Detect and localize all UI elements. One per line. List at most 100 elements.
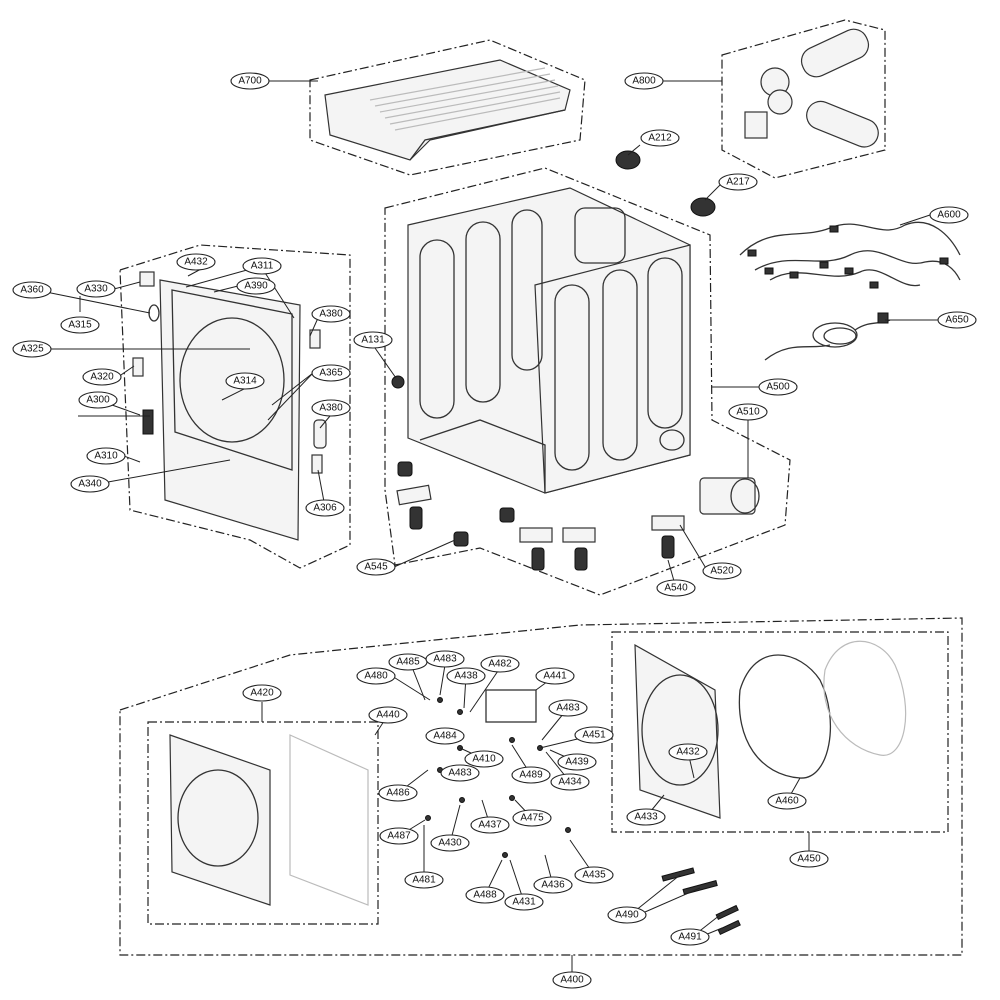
callout-A436: A436 [533,876,573,894]
svg-text:A540: A540 [664,583,688,594]
svg-text:A440: A440 [376,710,400,721]
callout-A483-mid: A483 [548,699,588,717]
callout-A485: A485 [388,653,428,671]
svg-text:A439: A439 [565,757,589,768]
svg-text:A650: A650 [945,315,969,326]
svg-text:A482: A482 [488,659,512,670]
svg-text:A360: A360 [20,285,44,296]
svg-text:A400: A400 [560,975,584,986]
svg-text:A480: A480 [364,671,388,682]
callout-A440: A440 [368,706,408,724]
svg-text:A600: A600 [937,210,961,221]
svg-text:A520: A520 [710,566,734,577]
callout-A800: A800 [624,72,664,90]
callout-A340: A340 [70,475,110,493]
svg-text:A485: A485 [396,657,420,668]
svg-text:A217: A217 [726,177,750,188]
callout-A314: A314 [225,372,265,390]
callout-A510: A510 [728,403,768,421]
callout-A438: A438 [446,667,486,685]
door-assembly-part [119,617,963,956]
callout-A131: A131 [353,331,393,349]
callout-A380-upper: A380 [311,305,351,323]
svg-text:A311: A311 [251,261,274,272]
svg-text:A475: A475 [520,813,544,824]
front-panel-part [119,244,351,569]
svg-text:A483: A483 [556,703,580,714]
callout-A483-top: A483 [425,650,465,668]
svg-text:A487: A487 [387,831,411,842]
svg-text:A700: A700 [238,76,262,87]
callout-A439: A439 [557,753,597,771]
svg-text:A390: A390 [244,281,268,292]
callout-A700: A700 [230,72,270,90]
callout-A482: A482 [480,655,520,673]
wire-harness-part [739,221,961,361]
svg-text:A486: A486 [386,788,410,799]
svg-text:A438: A438 [454,671,478,682]
svg-text:A545: A545 [364,562,388,573]
callout-A540: A540 [656,579,696,597]
svg-text:A320: A320 [90,372,114,383]
exhaust-duct-part [721,19,886,179]
svg-text:A441: A441 [543,671,567,682]
svg-text:A365: A365 [319,368,343,379]
svg-text:A330: A330 [84,284,108,295]
callout-A435: A435 [574,866,614,884]
callout-A311: A311 [242,257,282,275]
svg-text:A481: A481 [412,875,436,886]
callout-A410: A410 [464,750,504,768]
svg-text:A380: A380 [319,309,343,320]
callout-A433: A433 [626,808,666,826]
svg-text:A432: A432 [184,257,208,268]
svg-text:A314: A314 [233,376,257,387]
svg-text:A212: A212 [648,133,672,144]
callout-A483-low: A483 [440,764,480,782]
svg-text:A310: A310 [94,451,118,462]
svg-text:A483: A483 [448,768,472,779]
callout-A488: A488 [465,886,505,904]
callout-A432-door: A432 [668,743,708,761]
callout-A481: A481 [404,871,444,889]
callout-A306: A306 [305,499,345,517]
svg-text:A434: A434 [558,777,582,788]
svg-text:A484: A484 [433,731,457,742]
top-plate-part [309,39,586,176]
callout-A650: A650 [937,311,977,329]
callout-A475: A475 [512,809,552,827]
callout-A380-lower: A380 [311,399,351,417]
callout-A360: A360 [12,281,52,299]
svg-text:A491: A491 [678,932,702,943]
cabinet-part [384,167,791,596]
callout-A310: A310 [86,447,126,465]
callout-A365: A365 [311,364,351,382]
callout-A330: A330 [76,280,116,298]
svg-text:A410: A410 [472,754,496,765]
callout-A500: A500 [758,378,798,396]
svg-text:A483: A483 [433,654,457,665]
callout-A300: A300 [78,391,118,409]
svg-text:A451: A451 [582,730,606,741]
callout-A480: A480 [356,667,396,685]
svg-text:A800: A800 [632,76,656,87]
svg-text:A450: A450 [797,854,821,865]
thermostat-part [615,150,716,217]
svg-text:A488: A488 [473,890,497,901]
callout-A432: A432 [176,253,216,271]
svg-text:A306: A306 [313,503,337,514]
callout-A520: A520 [702,562,742,580]
callout-A434: A434 [550,773,590,791]
callout-A430: A430 [430,834,470,852]
callout-A400: A400 [552,971,592,989]
svg-text:A431: A431 [512,897,536,908]
callout-A545: A545 [356,558,396,576]
callout-A489: A489 [511,766,551,784]
callout-A487: A487 [379,827,419,845]
callout-A212: A212 [640,129,680,147]
svg-text:A380: A380 [319,403,343,414]
callout-A437: A437 [470,816,510,834]
svg-text:A460: A460 [775,796,799,807]
callout-A390: A390 [236,277,276,295]
callout-A450: A450 [789,850,829,868]
